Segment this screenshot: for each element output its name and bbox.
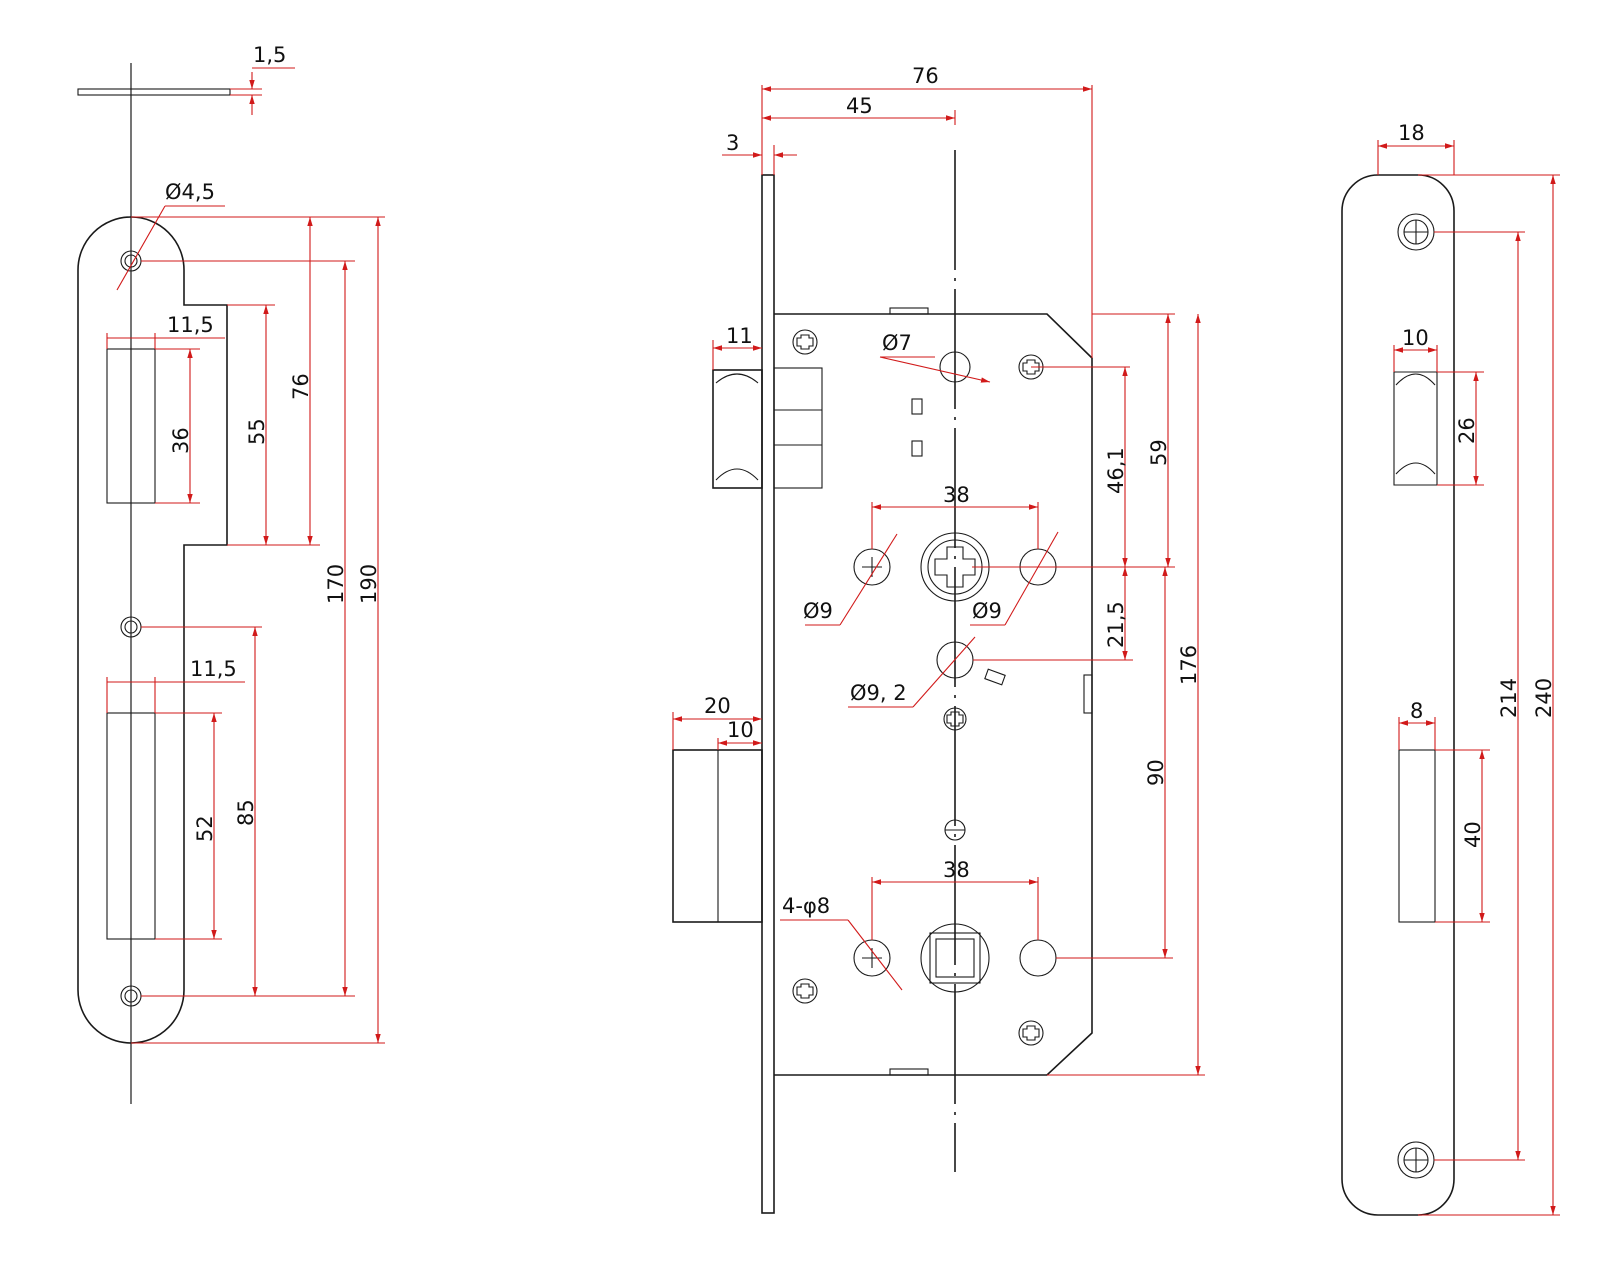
body-height-label: 176 [1177, 645, 1201, 685]
latch-slot [1393, 371, 1438, 486]
faceplate-outline [1341, 174, 1455, 1216]
square-spindle-hub [920, 923, 990, 993]
faceplate-width-label: 18 [1398, 121, 1425, 145]
latch-slot-width-label: 10 [1402, 326, 1429, 350]
total-length-label: 240 [1532, 678, 1556, 718]
slot1-width-label: 11,5 [167, 313, 214, 337]
latch-projection-label: 11 [726, 324, 753, 348]
bolt-slot-height-label: 40 [1461, 821, 1485, 848]
fixing-holes-label: 4-φ8 [782, 894, 830, 918]
slot1-height-label: 36 [169, 427, 193, 454]
latch-bolt [712, 367, 823, 489]
top-hole [939, 351, 971, 383]
center-hole-diameter-label: Ø9, 2 [850, 681, 907, 705]
screw-icon [792, 978, 818, 1004]
bolt-slot [1398, 749, 1436, 923]
hole-diameter-label: Ø4,5 [165, 180, 215, 204]
strike-slot-lower [106, 712, 156, 940]
recess-height-label: 55 [245, 418, 269, 445]
deadbolt [672, 749, 763, 923]
handle-spacing-bottom-label: 38 [943, 858, 970, 882]
distance-46-label: 46,1 [1104, 447, 1128, 494]
hole-span-label: 214 [1497, 678, 1521, 718]
slot2-offset-label: 85 [234, 799, 258, 826]
top-hole-diameter-label: Ø7 [882, 331, 912, 355]
faceplate-screw-hole [1397, 1141, 1435, 1179]
plate-edge-view [77, 88, 231, 96]
screw-icon [792, 329, 818, 355]
center-distance-label: 90 [1144, 759, 1168, 786]
faceplate-thickness-label: 3 [726, 131, 739, 155]
fixing-hole-left [853, 939, 891, 977]
hole-leader [116, 205, 166, 291]
faceplate-view: 18 10 26 8 40 214 240 [1341, 121, 1560, 1216]
backset-label: 45 [846, 94, 873, 118]
strike-plate-view: 1,5 Ø4,5 11,5 36 55 76 170 190 [77, 43, 385, 1104]
slot2-width-label: 11,5 [190, 657, 237, 681]
fixing-hole-right [1019, 939, 1057, 977]
deadbolt-projection-label: 20 [704, 694, 731, 718]
recess-offset-label: 76 [289, 373, 313, 400]
left-hole-diameter-label: Ø9 [803, 599, 833, 623]
small-hole [944, 819, 966, 841]
distance-59-label: 59 [1147, 439, 1171, 466]
latch-slot-height-label: 26 [1455, 417, 1479, 444]
faceplate-screw-hole [1397, 213, 1435, 251]
slot2-height-label: 52 [193, 815, 217, 842]
bolt-slot-width-label: 8 [1410, 699, 1423, 723]
screw-icon [943, 707, 967, 731]
thickness-label: 1,5 [253, 43, 286, 67]
handle-spacing-top-label: 38 [943, 483, 970, 507]
total-length-label: 190 [357, 564, 381, 604]
strike-slot-upper [106, 348, 156, 504]
strike-plate-outline [77, 216, 228, 1044]
faceplate [761, 174, 775, 1214]
distance-21-label: 21,5 [1104, 601, 1128, 648]
hole-span-label: 170 [324, 564, 348, 604]
lock-body-view: 76 45 3 11 20 10 Ø7 46,1 59 [672, 64, 1205, 1214]
right-hole-diameter-label: Ø9 [972, 599, 1002, 623]
screw-icon [1018, 1020, 1044, 1046]
overall-width-label: 76 [912, 64, 939, 88]
deadbolt-inner-label: 10 [727, 718, 754, 742]
